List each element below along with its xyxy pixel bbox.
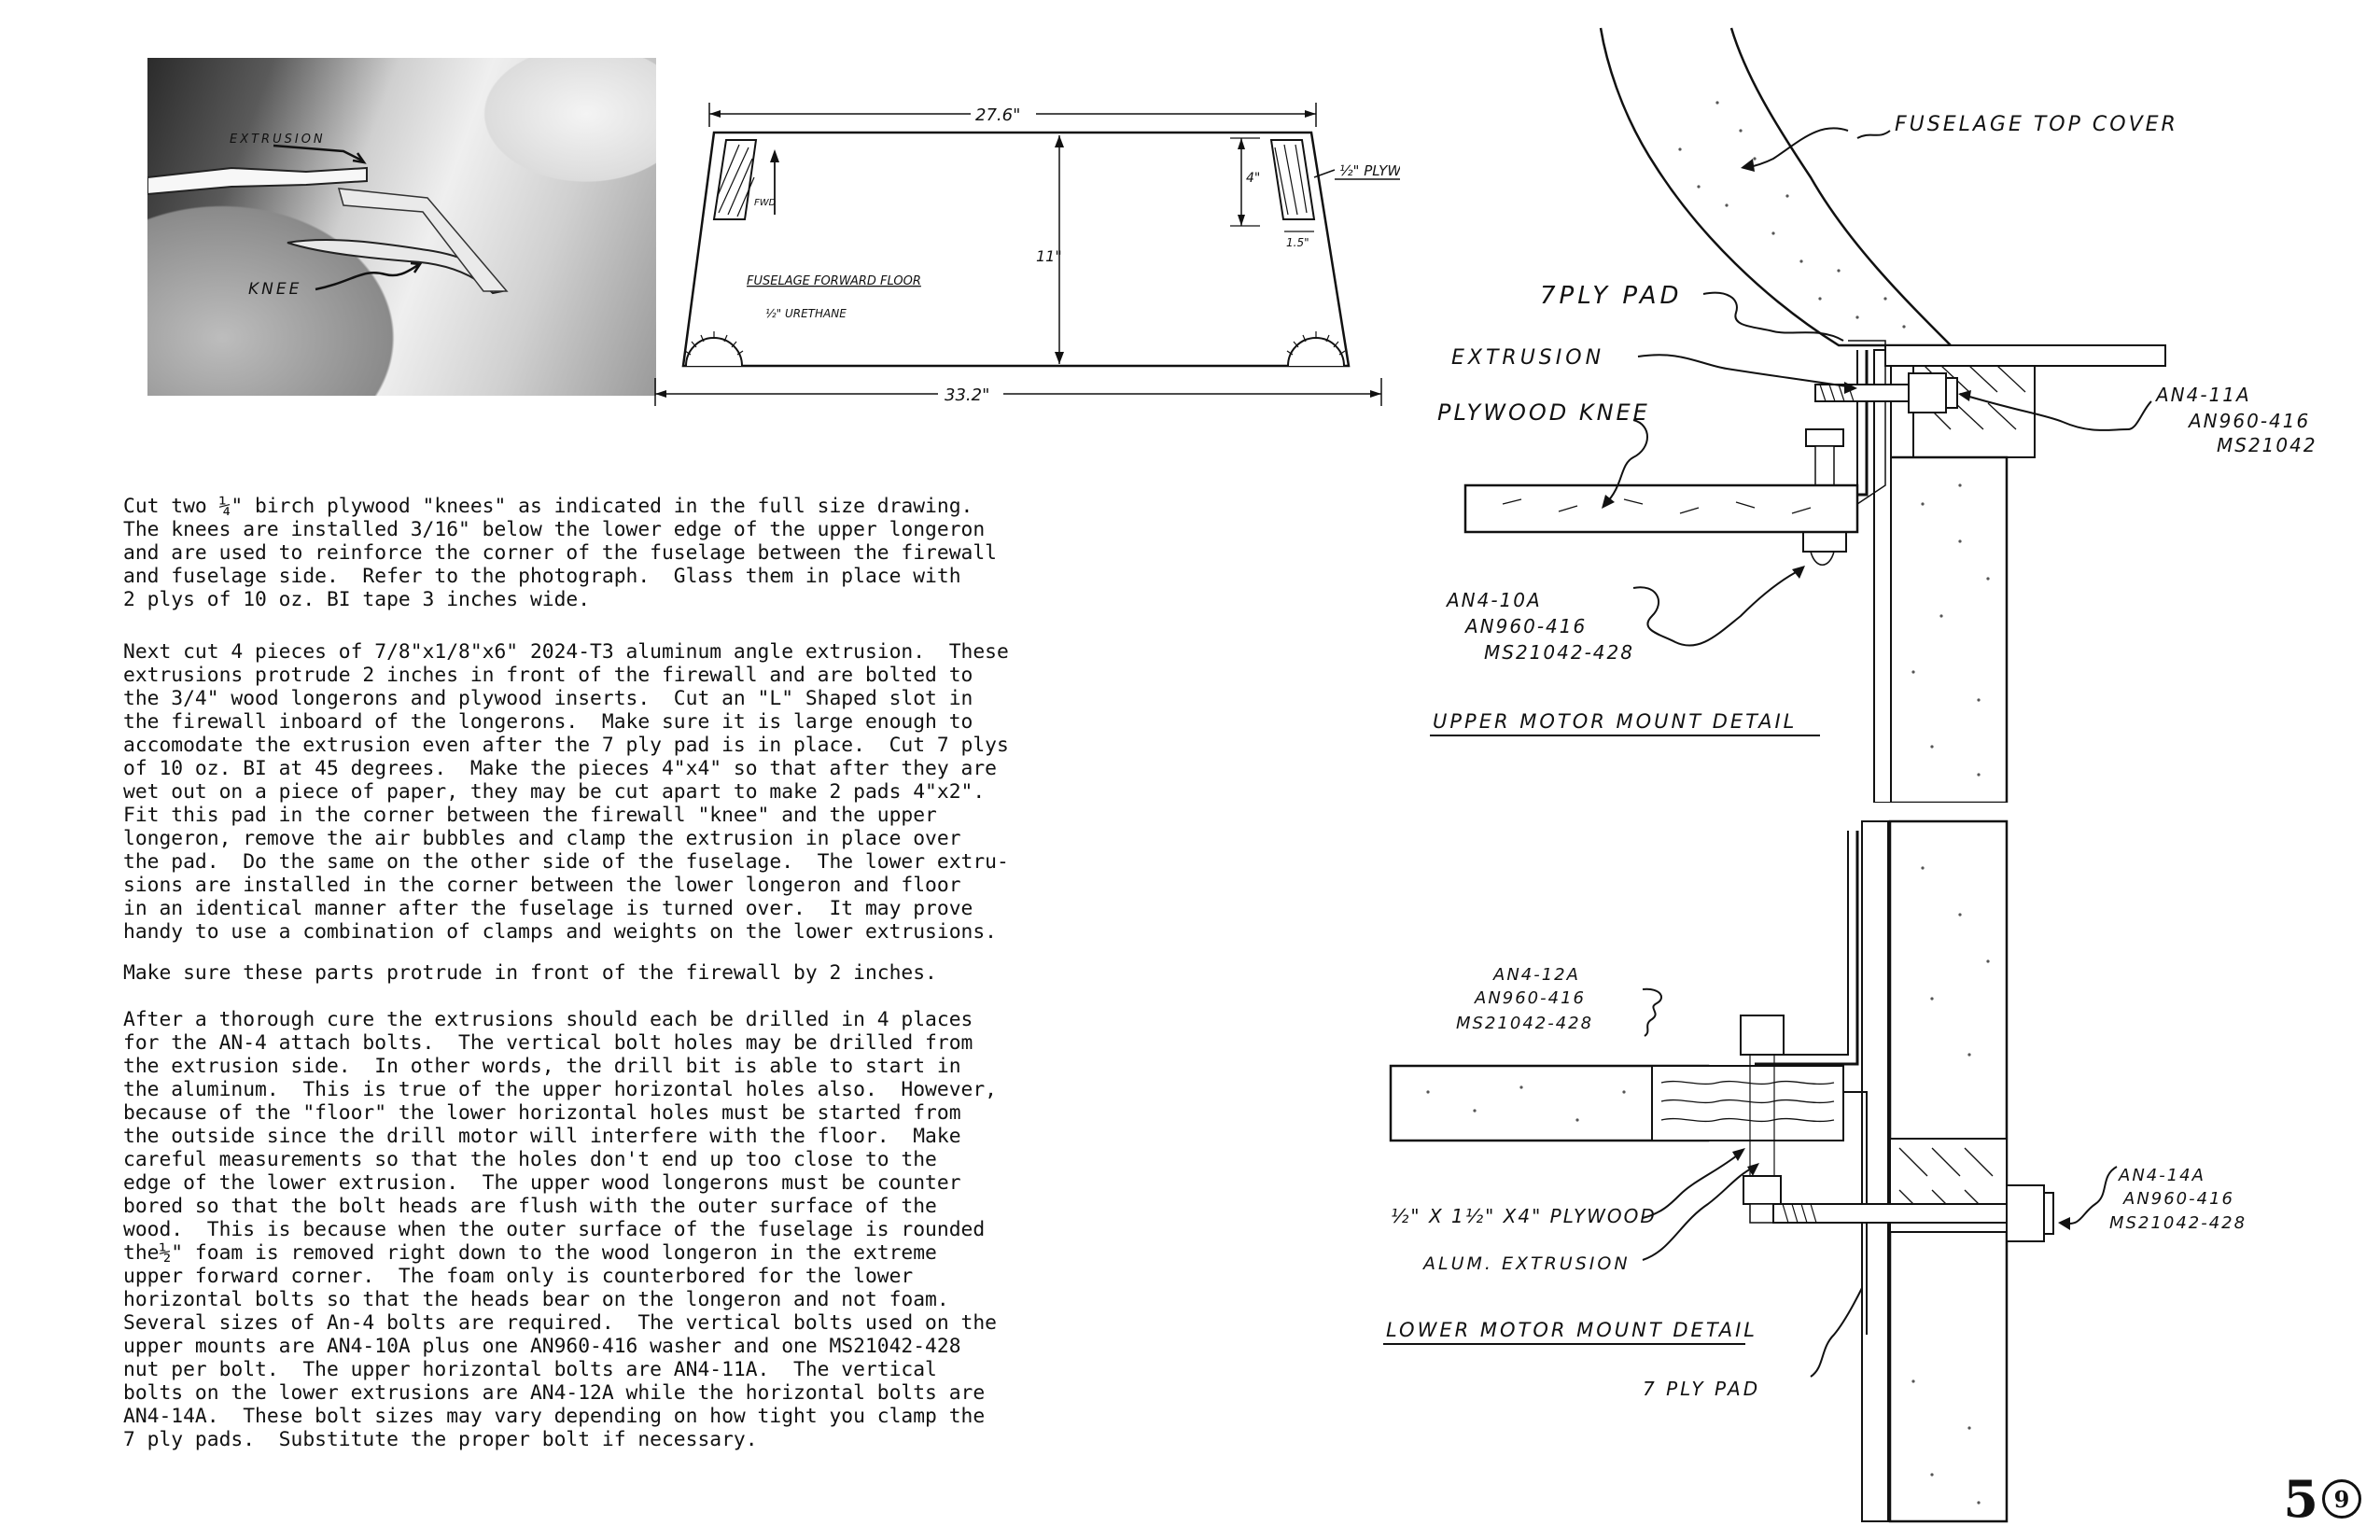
svg-text:AN4-12A: AN4-12A [1492, 965, 1580, 985]
photo-label-extrusion: EXTRUSION [230, 133, 326, 147]
upper-bolt-left-callout: AN4-10A AN960-416 MS21042-428 [1445, 589, 1634, 664]
dim-height-label: 11" [1036, 247, 1062, 265]
dim-insert-width: 1.5" [1286, 236, 1309, 249]
svg-text:MS21042-428: MS21042-428 [1484, 641, 1634, 664]
upper-bolt-right-callout: AN4-11A AN960-416 MS21042-428 [2154, 384, 2315, 456]
paragraph-extrusions: Next cut 4 pieces of 7/8"x1/8"x6" 2024-T… [123, 640, 1009, 944]
lower-bolt-left-callout: AN4-12A AN960-416 MS21042-428 [1456, 965, 1593, 1033]
lower-plywood-label: ½" X 1½" X4" PLYWOOD [1391, 1205, 1657, 1227]
urethane-label: ½" URETHANE [765, 307, 847, 320]
paragraph-protrude: Make sure these parts protrude in front … [123, 961, 937, 985]
svg-text:AN4-14A: AN4-14A [2118, 1166, 2205, 1185]
floor-label: FUSELAGE FORWARD FLOOR [747, 274, 921, 288]
svg-text:AN4-10A: AN4-10A [1445, 589, 1542, 611]
page-number: 5 9 [2283, 1474, 2361, 1524]
dim-top-label: 27.6" [975, 105, 1020, 125]
lower-detail-title: LOWER MOTOR MOUNT DETAIL [1386, 1319, 1757, 1341]
upper-knee-label: PLYWOOD KNEE [1437, 399, 1650, 426]
svg-text:AN960-416: AN960-416 [2122, 1189, 2234, 1209]
upper-pad-label: 7PLY PAD [1540, 282, 1683, 310]
dim-bottom-label: 33.2" [945, 385, 989, 405]
svg-text:AN960-416: AN960-416 [1474, 988, 1586, 1008]
lower-bolt-right-callout: AN4-14A AN960-416 MS21042-428 [2109, 1166, 2247, 1233]
svg-text:MS21042-428: MS21042-428 [2109, 1213, 2247, 1233]
lower-extrusion-label: ALUM. EXTRUSION [1421, 1253, 1631, 1274]
upper-detail-title: UPPER MOTOR MOUNT DETAIL [1433, 710, 1797, 733]
lower-pad-label: 7 PLY PAD [1643, 1378, 1760, 1400]
forward-floor-drawing: 27.6" 4" 1.5" ½" PLYWOOD INSERT FWD 11" … [654, 103, 1400, 406]
svg-text:AN960-416: AN960-416 [1463, 615, 1587, 637]
page-number-circle: 9 [2322, 1479, 2361, 1519]
svg-text:AN960-416: AN960-416 [2187, 410, 2310, 432]
upper-extrusion-label: EXTRUSION [1451, 346, 1604, 370]
insert-label: ½" PLYWOOD INSERT [1339, 162, 1400, 179]
upper-top-cover-label: FUSELAGE TOP COVER [1895, 113, 2178, 136]
lower-motor-mount-detail: AN4-12A AN960-416 MS21042-428 AN4-14A AN… [1383, 819, 2247, 1523]
svg-text:MS21042-428: MS21042-428 [1456, 1014, 1593, 1033]
photo-label-knee: KNEE [248, 280, 302, 299]
upper-motor-mount-detail: FUSELAGE TOP COVER 7PLY PAD EXTRUSION PL… [1430, 27, 2315, 803]
knee-photograph: EXTRUSION KNEE [147, 58, 656, 396]
dim-insert-height: 4" [1246, 171, 1260, 186]
paragraph-knees: Cut two ¼" birch plywood "knees" as indi… [123, 495, 997, 611]
svg-text:AN4-11A: AN4-11A [2154, 384, 2251, 406]
svg-text:MS21042-428: MS21042-428 [2217, 434, 2315, 456]
page-number-main: 5 [2283, 1469, 2318, 1529]
paragraph-drilling: After a thorough cure the extrusions sho… [123, 1008, 997, 1451]
fwd-label: FWD [754, 198, 777, 208]
photo-annotations [147, 144, 509, 295]
